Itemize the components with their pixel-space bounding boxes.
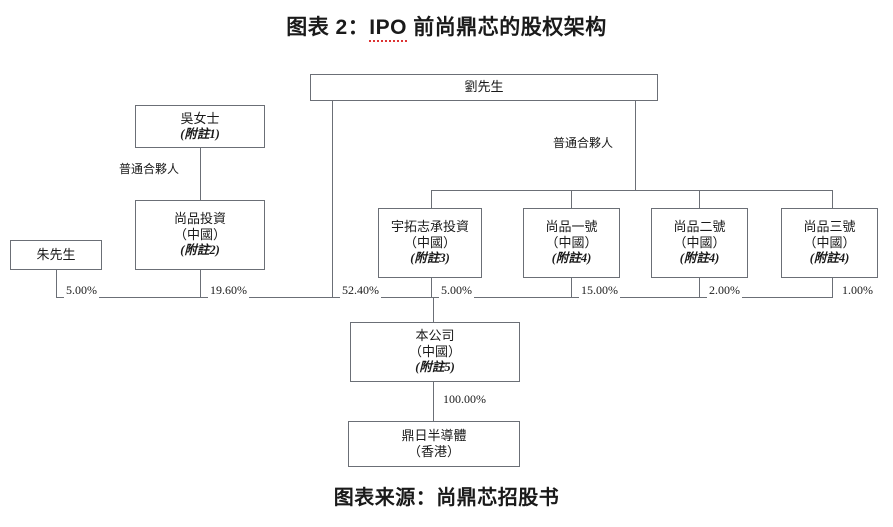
node-company-name: 本公司 xyxy=(415,327,455,343)
node-sp1-note: (附註4) xyxy=(551,251,592,266)
connector-yutuo-leg xyxy=(431,278,432,297)
node-wu-name: 吳女士 xyxy=(180,110,220,126)
node-sp3[interactable]: 尚品三號 （中國） (附註4) xyxy=(781,208,878,278)
page-title-latin: IPO xyxy=(369,16,407,42)
node-sp2-region: （中國） xyxy=(673,235,726,251)
pct-company-to-hk: 100.00% xyxy=(441,392,488,407)
connector-liu-right-leg xyxy=(635,101,636,190)
edge-label-gp-right: 普通合夥人 xyxy=(551,134,616,151)
connector-sp1-leg xyxy=(571,278,572,297)
connector-bus-to-yutuo xyxy=(431,190,432,208)
node-hk[interactable]: 鼎日半導體 （香港） xyxy=(348,421,520,467)
node-yutuo-note: (附註3) xyxy=(410,251,450,266)
node-shangpin-invest-region: （中國） xyxy=(173,227,226,243)
node-liu-name: 劉先生 xyxy=(464,79,504,95)
page-title-prefix: 图表 2： xyxy=(286,16,370,39)
connector-partnership-bus xyxy=(431,190,833,191)
node-yutuo-name: 宇拓志承投資 xyxy=(390,218,469,234)
node-hk-name: 鼎日半導體 xyxy=(401,427,467,443)
pct-sp1: 15.00% xyxy=(579,283,620,298)
node-sp1-name: 尚品一號 xyxy=(545,218,598,234)
edge-label-gp-left: 普通合夥人 xyxy=(117,160,182,177)
node-sp3-note: (附註4) xyxy=(809,251,850,266)
pct-liu: 52.40% xyxy=(340,283,381,298)
node-yutuo[interactable]: 宇拓志承投資 （中國） (附註3) xyxy=(378,208,482,278)
pct-shangpin-invest: 19.60% xyxy=(208,283,249,298)
node-sp3-name: 尚品三號 xyxy=(803,218,856,234)
node-yutuo-region: （中國） xyxy=(403,235,456,251)
connector-zhu-leg xyxy=(56,270,57,297)
node-zhu[interactable]: 朱先生 xyxy=(10,240,102,270)
node-shangpin-invest-name: 尚品投資 xyxy=(173,210,226,226)
node-wu-note: (附註1) xyxy=(180,126,220,141)
connector-bus-to-company xyxy=(433,297,434,322)
pct-zhu: 5.00% xyxy=(64,283,99,298)
node-sp2-name: 尚品二號 xyxy=(673,218,726,234)
node-shangpin-invest-note: (附註2) xyxy=(180,243,220,258)
node-sp3-region: （中國） xyxy=(803,235,856,251)
connector-liu-left-leg xyxy=(332,101,333,297)
node-shangpin-invest[interactable]: 尚品投資 （中國） (附註2) xyxy=(135,200,265,270)
node-zhu-name: 朱先生 xyxy=(36,246,76,262)
connector-company-to-hk xyxy=(433,382,434,421)
chart-source: 图表来源：尚鼎芯招股书 xyxy=(333,487,560,509)
connector-sp2-leg xyxy=(699,278,700,297)
node-sp2[interactable]: 尚品二號 （中國） (附註4) xyxy=(651,208,748,278)
pct-yutuo: 5.00% xyxy=(439,283,474,298)
pct-sp2: 2.00% xyxy=(707,283,742,298)
node-company[interactable]: 本公司 （中國） (附註5) xyxy=(350,322,520,382)
node-company-note: (附註5) xyxy=(415,360,455,375)
node-company-region: （中國） xyxy=(408,344,461,360)
node-sp2-note: (附註4) xyxy=(679,251,720,266)
node-sp1-region: （中國） xyxy=(545,235,598,251)
connector-sp3-leg xyxy=(832,278,833,297)
node-liu[interactable]: 劉先生 xyxy=(310,74,658,101)
node-wu[interactable]: 吳女士 (附註1) xyxy=(135,105,265,148)
node-hk-region: （香港） xyxy=(407,444,460,459)
page-title-suffix: 前尚鼎芯的股权架构 xyxy=(406,16,607,39)
connector-shangpin-invest-leg xyxy=(200,270,201,297)
connector-bus-to-sp3 xyxy=(832,190,833,208)
connector-bus-to-sp1 xyxy=(571,190,572,208)
pct-sp3: 1.00% xyxy=(840,283,875,298)
connector-bus-to-sp2 xyxy=(699,190,700,208)
node-sp1[interactable]: 尚品一號 （中國） (附註4) xyxy=(523,208,620,278)
page-title: 图表 2：IPO 前尚鼎芯的股权架构 xyxy=(0,11,893,42)
connector-wu-to-shangpin-invest xyxy=(200,148,201,200)
